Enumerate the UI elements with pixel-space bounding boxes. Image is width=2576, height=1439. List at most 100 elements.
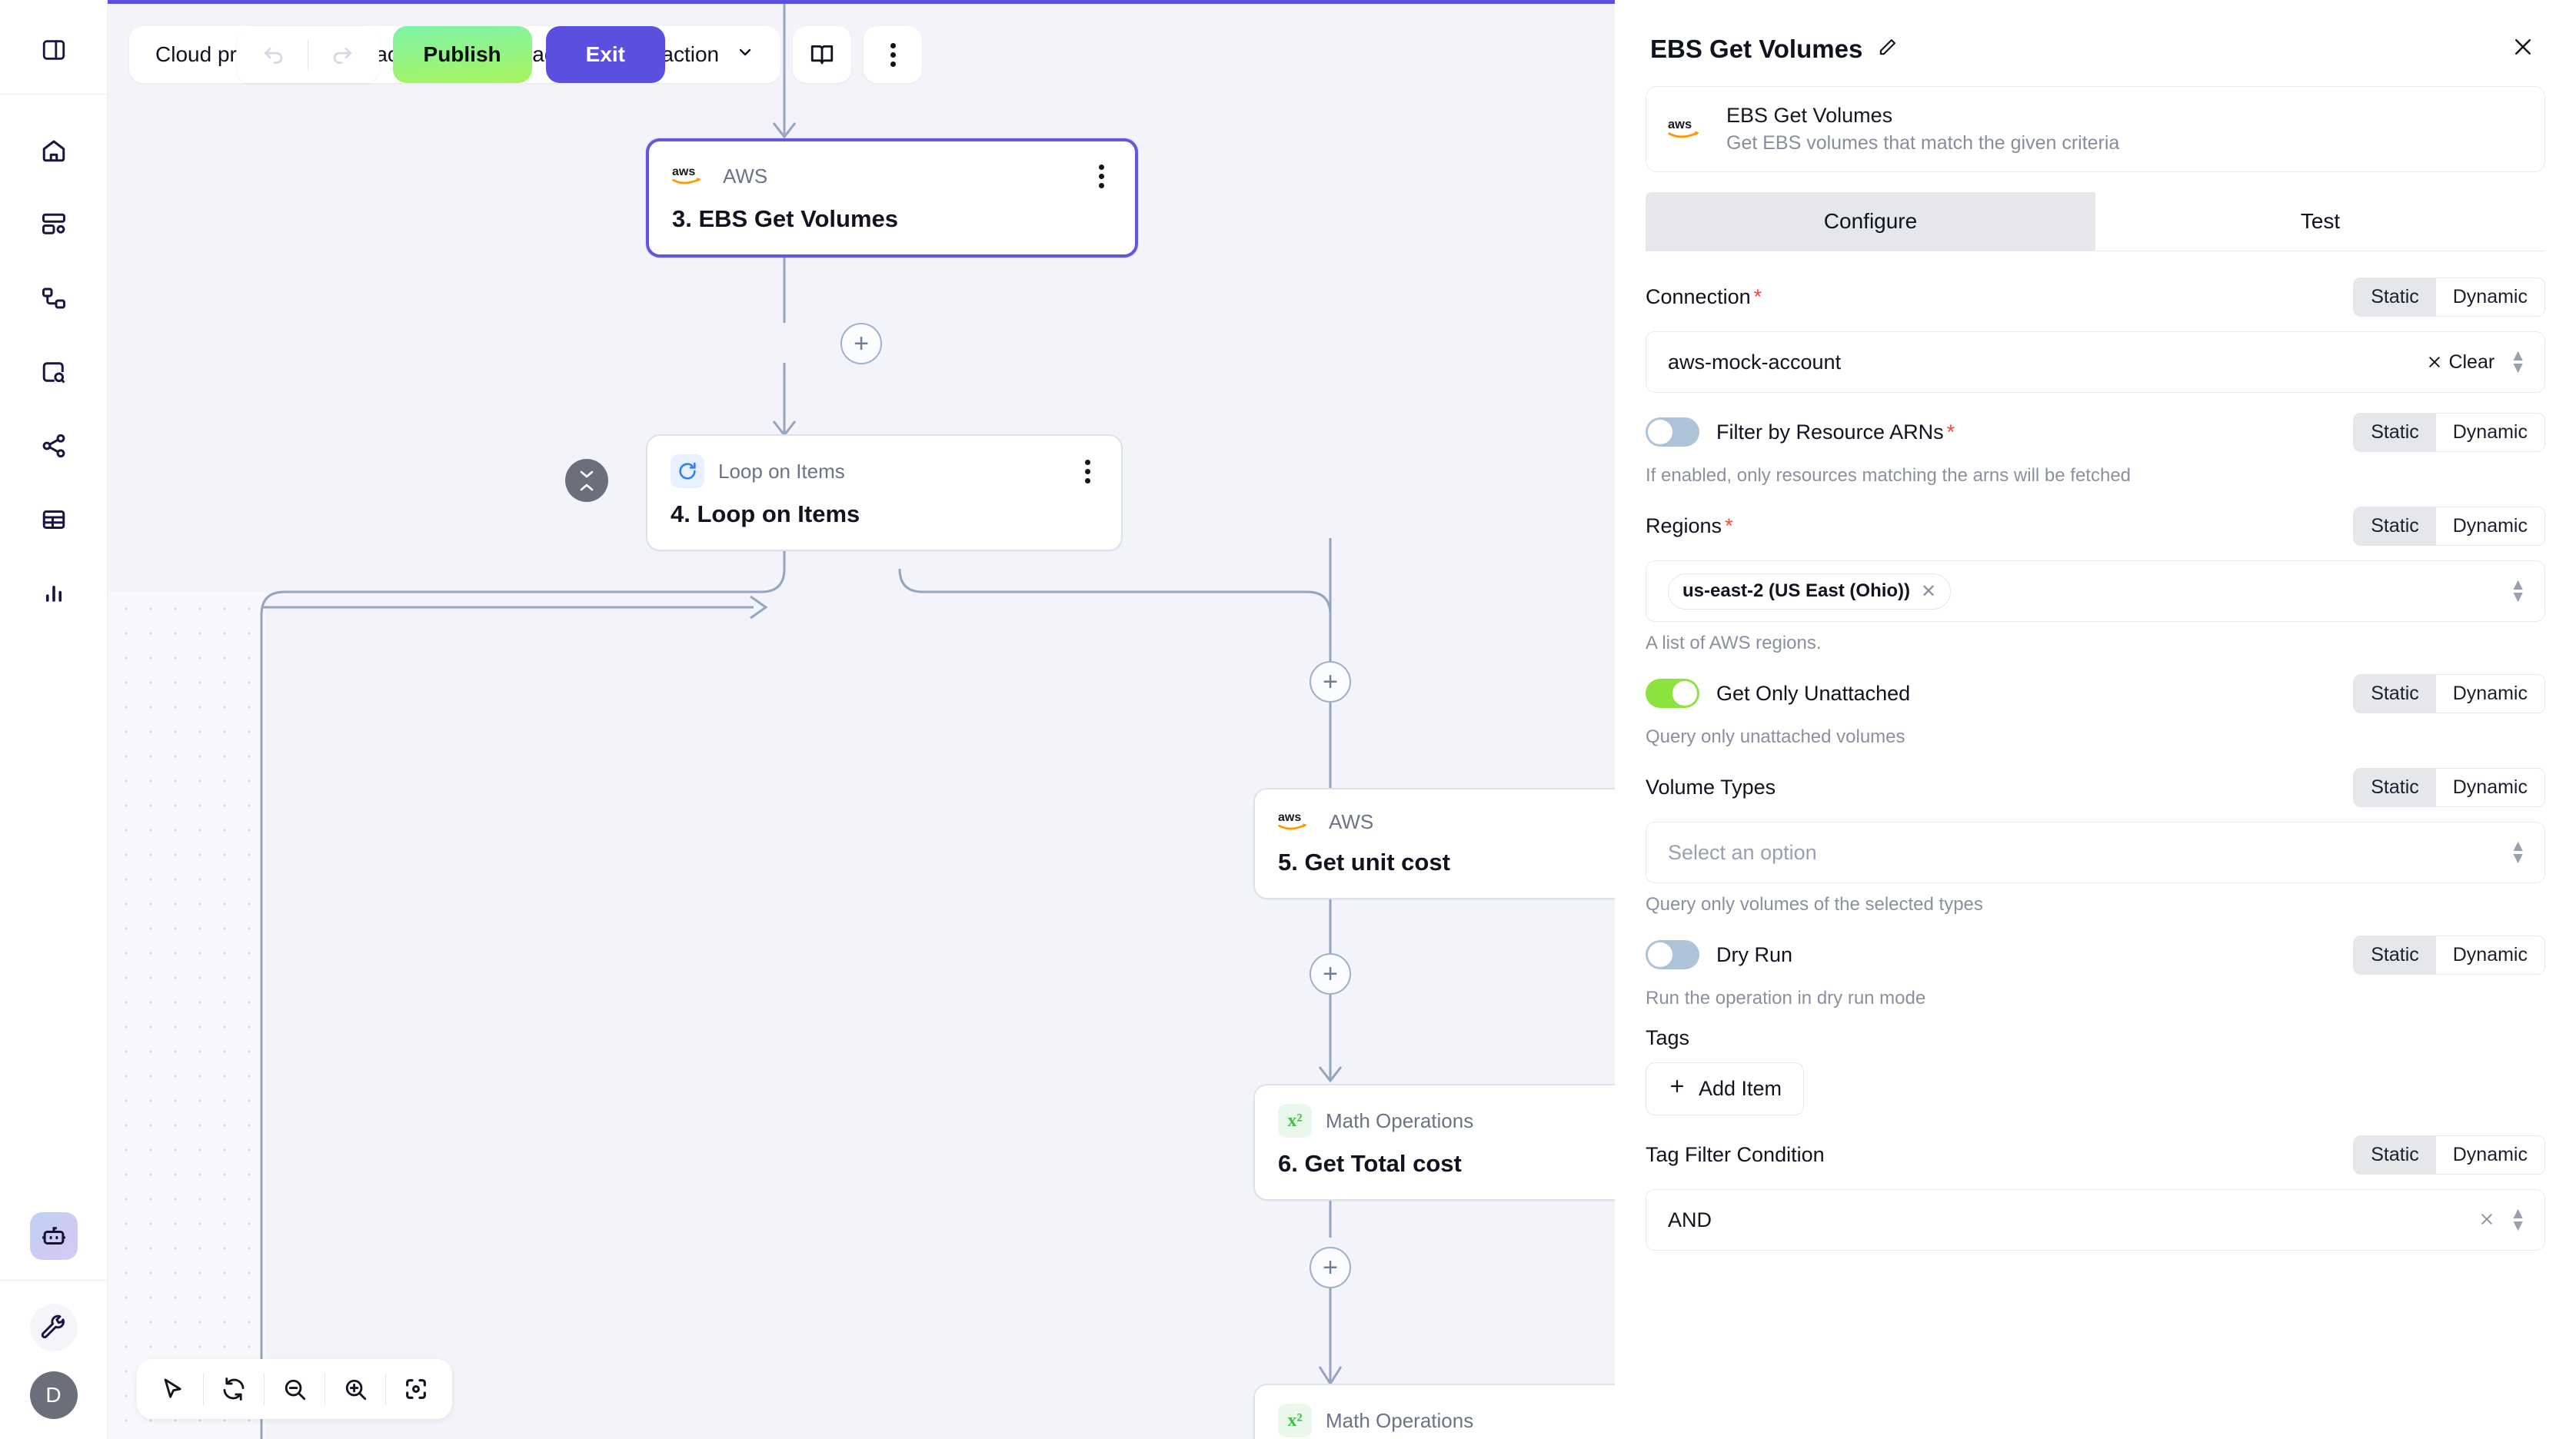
- node-menu-icon[interactable]: [1091, 160, 1112, 193]
- field-help: If enabled, only resources matching the …: [1646, 465, 2132, 486]
- workflow-node-get-unit-cost[interactable]: aws AWS 5. Get unit cost: [1253, 788, 1615, 899]
- mode-segment: Static Dynamic: [2353, 673, 2545, 713]
- robot-icon[interactable]: [29, 1212, 78, 1260]
- field-label-text: Dry Run: [1716, 942, 1793, 966]
- clear-icon[interactable]: [2479, 1208, 2494, 1232]
- field-label: Get Only Unattached: [1716, 682, 1910, 706]
- region-chip-remove-icon[interactable]: ✕: [1921, 580, 1937, 602]
- mode-dynamic[interactable]: Dynamic: [2435, 768, 2544, 806]
- pencil-edit-icon[interactable]: [1876, 37, 1898, 62]
- tag-filter-condition-select[interactable]: AND ▲▼: [1646, 1189, 2545, 1251]
- reset-layout-icon[interactable]: [204, 1359, 264, 1419]
- chevron-down-icon[interactable]: [736, 42, 754, 67]
- workflow-node-loop-on-items[interactable]: Loop on Items 4. Loop on Items: [646, 434, 1123, 551]
- workflow-node-math-operations-next[interactable]: x² Math Operations: [1253, 1384, 1615, 1439]
- kebab-menu-icon[interactable]: [864, 26, 923, 83]
- mode-dynamic[interactable]: Dynamic: [2435, 674, 2544, 713]
- node-summary-name: EBS Get Volumes: [1726, 104, 1893, 127]
- mode-dynamic[interactable]: Dynamic: [2435, 413, 2544, 451]
- mode-static[interactable]: Static: [2354, 277, 2436, 316]
- mode-dynamic[interactable]: Dynamic: [2435, 1135, 2544, 1174]
- clear-button[interactable]: Clear: [2427, 351, 2494, 374]
- close-icon[interactable]: [2505, 32, 2541, 66]
- tab-test[interactable]: Test: [2095, 192, 2545, 251]
- book-icon[interactable]: [793, 26, 852, 83]
- dry-run-toggle[interactable]: [1646, 940, 1699, 969]
- workflows-icon[interactable]: [30, 274, 78, 322]
- home-icon[interactable]: [30, 127, 78, 174]
- share-network-icon[interactable]: [30, 422, 78, 470]
- filter-arns-toggle[interactable]: [1646, 417, 1699, 447]
- mode-static[interactable]: Static: [2354, 413, 2436, 451]
- workflow-node-ebs-get-volumes[interactable]: aws AWS 3. EBS Get Volumes: [646, 138, 1138, 258]
- wrench-icon[interactable]: [29, 1304, 78, 1351]
- mode-dynamic[interactable]: Dynamic: [2435, 277, 2544, 316]
- field-header: Get Only Unattached Static Dynamic: [1646, 671, 2545, 716]
- add-node-button-3[interactable]: +: [1310, 953, 1351, 995]
- cursor-select-icon[interactable]: [143, 1359, 203, 1419]
- chevron-updown-icon[interactable]: ▲▼: [2510, 837, 2526, 867]
- field-help: Run the operation in dry run mode: [1646, 988, 1926, 1009]
- get-only-unattached-toggle[interactable]: [1646, 679, 1699, 708]
- regions-multiselect[interactable]: us-east-2 (US East (Ohio)) ✕ ▲▼: [1646, 560, 2545, 622]
- collapse-toggle-icon[interactable]: [565, 459, 608, 502]
- add-node-button-4[interactable]: +: [1310, 1247, 1351, 1288]
- mode-static[interactable]: Static: [2354, 507, 2436, 545]
- field-label: Connection*: [1646, 285, 1762, 309]
- dashboard-settings-icon[interactable]: [30, 201, 78, 248]
- fit-view-icon[interactable]: [386, 1359, 446, 1419]
- math-x-squared-icon: x²: [1278, 1404, 1312, 1437]
- field-help: A list of AWS regions.: [1646, 633, 1822, 653]
- node-menu-icon[interactable]: [1077, 455, 1098, 488]
- search-resource-icon[interactable]: [30, 348, 78, 396]
- zoom-in-icon[interactable]: [325, 1359, 385, 1419]
- panel-left-icon[interactable]: [30, 26, 78, 74]
- connection-select[interactable]: aws-mock-account Clear ▲▼: [1646, 331, 2545, 393]
- workflow-node-get-total-cost[interactable]: x² Math Operations 6. Get Total cost: [1253, 1084, 1615, 1201]
- mode-static[interactable]: Static: [2354, 674, 2436, 713]
- rail-divider-bottom: [0, 1280, 107, 1281]
- page-title: EBS Get Volumes: [1650, 35, 1863, 63]
- undo-redo-group: [236, 26, 379, 83]
- field-regions: Regions* Static Dynamic us-east-2 (US Ea…: [1646, 487, 2545, 654]
- field-label-text: Tag Filter Condition: [1646, 1142, 1825, 1166]
- volume-types-select[interactable]: Select an option ▲▼: [1646, 822, 2545, 883]
- avatar[interactable]: D: [29, 1371, 78, 1419]
- node-summary-card: aws EBS Get Volumes Get EBS volumes that…: [1646, 86, 2545, 172]
- node-kind-label: AWS: [723, 165, 768, 188]
- mode-segment: Static Dynamic: [2353, 412, 2545, 452]
- mode-static[interactable]: Static: [2354, 936, 2436, 974]
- chevron-updown-icon[interactable]: ▲▼: [2510, 347, 2526, 377]
- mode-static[interactable]: Static: [2354, 1135, 2436, 1174]
- redo-icon[interactable]: [322, 35, 362, 75]
- toggle-row: Filter by Resource ARNs*: [1646, 417, 1955, 447]
- field-label: Dry Run: [1716, 943, 1792, 967]
- add-node-button-2[interactable]: +: [1310, 661, 1351, 703]
- field-label: Regions*: [1646, 514, 1733, 538]
- node-title: 5. Get unit cost: [1278, 849, 1450, 876]
- kebab-dots: [883, 38, 904, 71]
- mode-static[interactable]: Static: [2354, 768, 2436, 806]
- add-item-button[interactable]: Add Item: [1646, 1062, 1805, 1115]
- chevron-updown-icon[interactable]: ▲▼: [2510, 576, 2526, 606]
- mode-dynamic[interactable]: Dynamic: [2435, 936, 2544, 974]
- table-icon[interactable]: [30, 496, 78, 543]
- workflow-canvas[interactable]: Cloud providers / Unattached EBS in Stag…: [108, 0, 1615, 1439]
- mode-dynamic[interactable]: Dynamic: [2435, 507, 2544, 545]
- config-form: Connection* Static Dynamic aws-mock-acco…: [1646, 251, 2545, 1439]
- volume-types-placeholder: Select an option: [1668, 840, 1817, 864]
- tab-configure[interactable]: Configure: [1646, 192, 2095, 251]
- chevron-updown-icon[interactable]: ▲▼: [2510, 1205, 2526, 1235]
- exit-button[interactable]: Exit: [545, 26, 665, 83]
- analytics-icon[interactable]: [30, 570, 78, 617]
- publish-button[interactable]: Publish: [392, 26, 532, 83]
- add-node-button-1[interactable]: +: [840, 323, 882, 364]
- toggle-row: Dry Run: [1646, 940, 1792, 969]
- undo-icon[interactable]: [254, 35, 294, 75]
- field-label: Filter by Resource ARNs*: [1716, 420, 1955, 444]
- field-label: Volume Types: [1646, 776, 1776, 799]
- panel-header: EBS Get Volumes: [1646, 22, 2545, 86]
- zoom-out-icon[interactable]: [265, 1359, 324, 1419]
- rail-nav-items: [30, 95, 78, 617]
